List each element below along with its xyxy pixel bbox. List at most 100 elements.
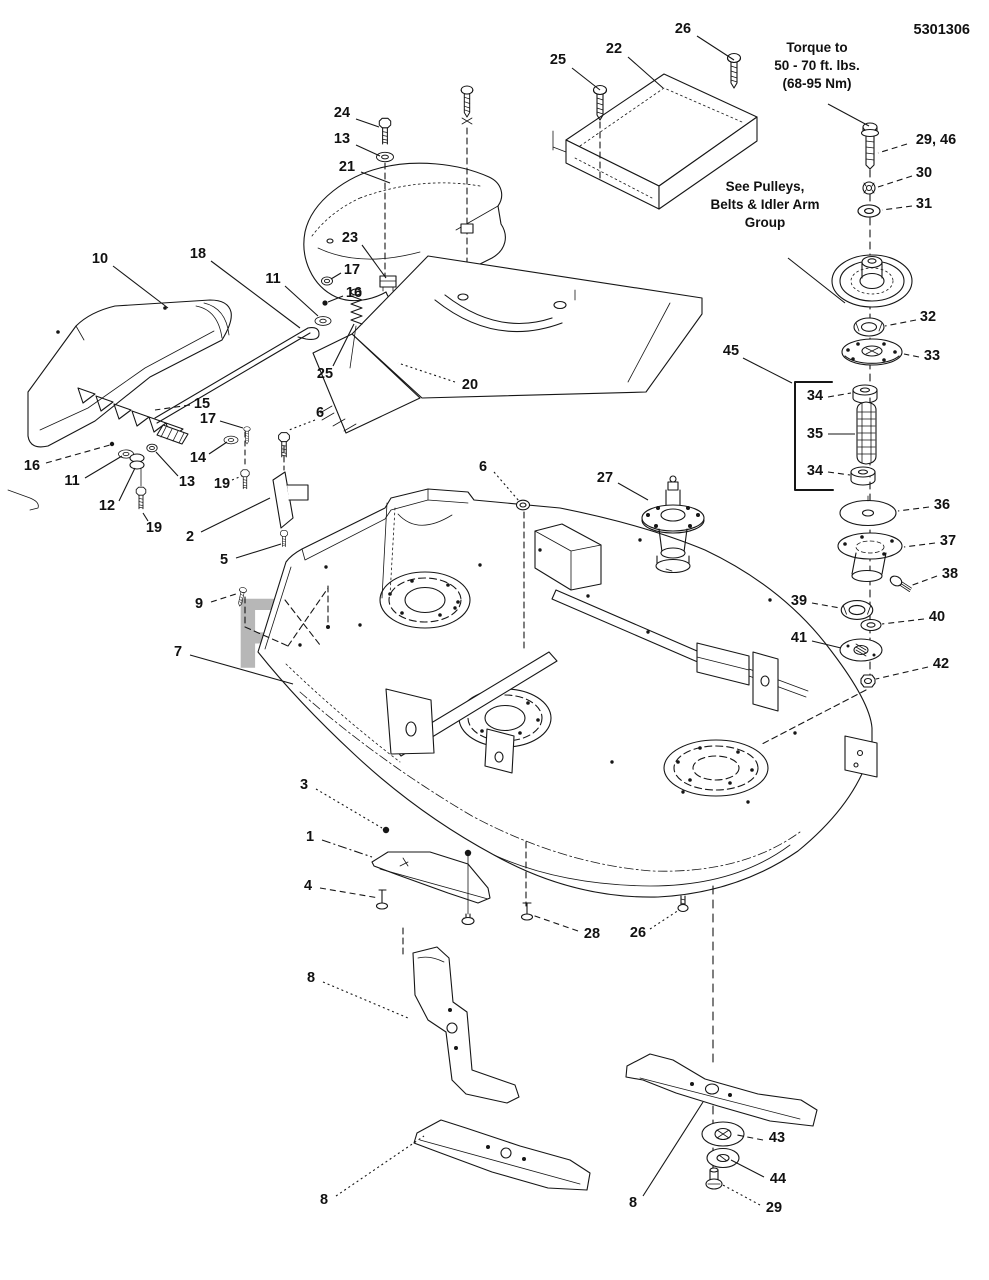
pulley-group-note-line: Group [744,215,786,230]
leader-line [736,1134,764,1141]
spindle-housing-37 [837,532,903,583]
callout-6: 6 [478,459,488,475]
callout-38: 38 [941,566,959,582]
leader-line [897,506,930,512]
deck-screw-26 [677,895,689,913]
grease-fitting-38 [889,575,912,593]
leader-line [321,839,373,858]
spindle-hardware-column [794,122,913,688]
spindle-assembly-27 [641,475,705,574]
leader-line [219,420,244,429]
torque-note-line: 50 - 70 ft. lbs. [774,58,860,73]
chute-support-20 [312,255,703,434]
leader-line [330,272,342,280]
callout-32: 32 [919,309,937,325]
leader-line [903,353,920,358]
callout-30: 30 [915,165,933,181]
cover-bolt-24 [376,117,394,279]
callout-42: 42 [932,656,950,672]
torque-note-line: Torque to [786,40,848,55]
spring-bolt-25 [349,288,363,369]
callout-34: 34 [806,388,824,404]
callout-31: 31 [915,196,933,212]
callout-3: 3 [299,777,309,793]
callout-33: 33 [923,348,941,364]
leader-line [730,1159,765,1178]
flange-pulley-33 [841,338,903,366]
dust-shield-36 [839,495,897,527]
deck-reinforcement-bars [385,523,878,778]
torque-note: Torque to 50 - 70 ft. lbs. (68-95 Nm) [774,39,860,93]
callout-6: 6 [315,405,325,421]
clip-4 [375,889,389,910]
leader-line [189,654,294,685]
callout-28: 28 [583,926,601,942]
callout-27: 27 [596,470,614,486]
blade-8-bottom-left [413,1119,591,1191]
callout-7: 7 [173,644,183,660]
callout-37: 37 [939,533,957,549]
callout-16: 16 [345,285,363,301]
callout-40: 40 [928,609,946,625]
bolt-3 [382,826,390,834]
leader-line [112,265,169,309]
callout-8: 8 [628,1195,638,1211]
callout-8: 8 [319,1192,329,1208]
callout-23: 23 [341,230,359,246]
leader-line [355,144,381,157]
leader-line [827,471,851,476]
callout-24: 24 [333,105,351,121]
callout-20: 20 [461,377,479,393]
deflector-shield-10 [7,299,232,511]
leader-line [210,260,301,329]
callout-17: 17 [343,262,361,278]
leader-line [877,143,908,154]
leader-line [881,618,925,625]
torque-note-line: (68-95 Nm) [782,76,852,91]
pulley-group-note-line: See Pulleys, [725,179,805,194]
leader-line [155,451,179,477]
callout-11: 11 [64,473,80,489]
hinge-rod-15 [154,316,332,424]
right-spindle-ring [663,739,769,797]
pulley [831,254,913,308]
leader-line [881,205,913,211]
callout-11: 11 [265,271,281,287]
leader-line [315,788,383,829]
leader-line [909,575,938,587]
leader-line [397,362,456,383]
leader-line [617,482,649,501]
leader-line [811,602,841,609]
left-spindle-ring [379,571,471,629]
callout-15: 15 [193,396,211,412]
clip-23 [379,275,397,292]
deflector-hardware [109,276,333,510]
leader-line [720,1183,761,1206]
callout-8: 8 [306,970,316,986]
leader-line [742,357,793,384]
leader-line [154,404,191,411]
blade-washer-43 [701,1121,745,1147]
mower-deck-7 [235,488,878,959]
callout-14: 14 [189,450,207,466]
callout-21: 21 [338,159,356,175]
leader-line [361,244,387,279]
blade-washer-44 [706,1147,740,1169]
leader-line [208,441,228,455]
callout-19: 19 [145,520,163,536]
pulley-group-note-line: Belts & Idler Arm [710,197,820,212]
leader-line [288,419,316,431]
leader-line [322,981,409,1019]
bracket-45 [794,381,834,491]
leader-line [319,887,380,899]
leader-line [787,257,846,304]
callout-4: 4 [303,878,313,894]
deflector-bracket-2 [272,432,309,547]
callout-26: 26 [674,21,692,37]
leader-line [327,295,344,303]
leader-line [827,392,852,398]
leader-line [642,1101,704,1197]
